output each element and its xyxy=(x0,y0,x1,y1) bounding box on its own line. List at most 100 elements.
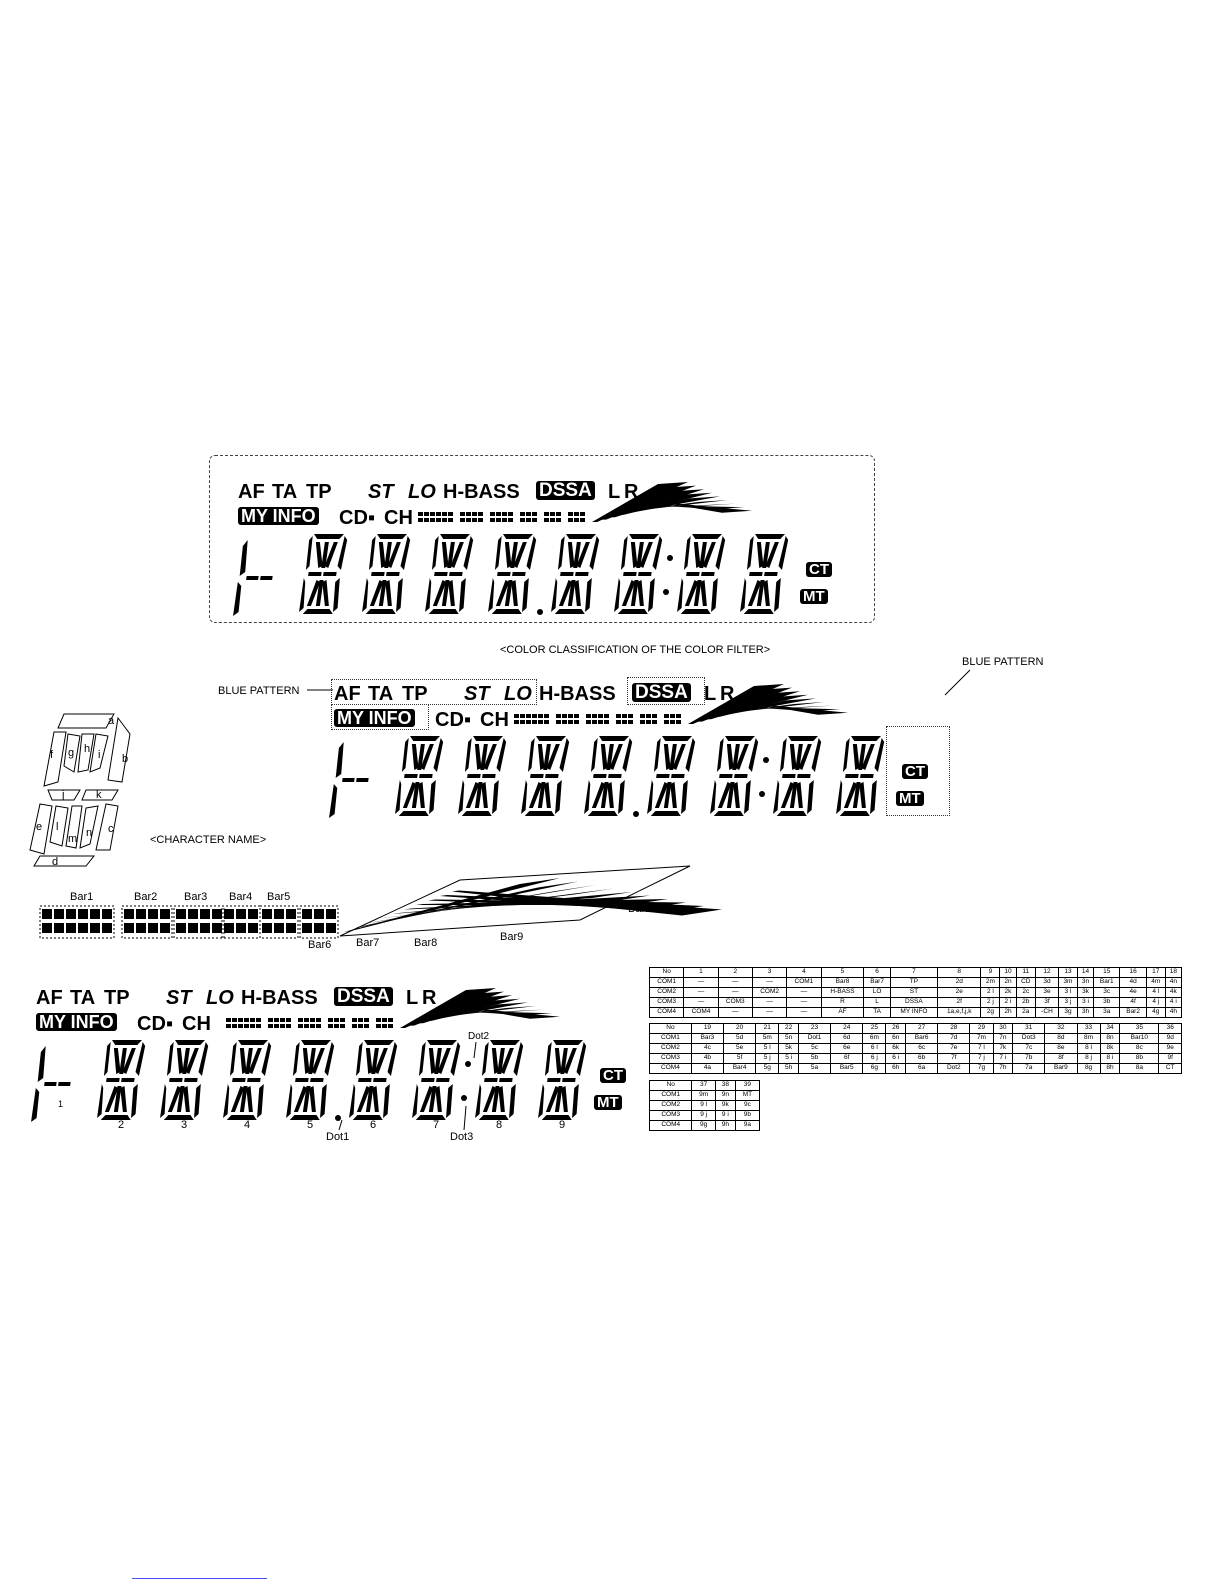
indicator-l: L xyxy=(406,987,419,1009)
table-cell: — xyxy=(751,977,788,988)
digit-segment xyxy=(591,782,606,808)
bar-block xyxy=(232,1024,237,1028)
bar-block xyxy=(676,714,681,718)
table-cell: 6g xyxy=(862,1063,887,1074)
indicator-af: AF xyxy=(238,481,265,503)
digit-label-2: 2 xyxy=(118,1119,125,1131)
digit-segment xyxy=(37,1046,46,1082)
bar-block xyxy=(478,518,483,522)
digit-segment xyxy=(607,782,614,808)
digit-segment xyxy=(563,1048,577,1074)
table-cell: COM4 xyxy=(649,1063,692,1074)
indicator-lo: LO xyxy=(206,987,234,1009)
indicator-tp: TP xyxy=(306,481,332,503)
table-cell: Dot3 xyxy=(1012,1033,1046,1044)
bar-block xyxy=(466,518,471,522)
digit-segment xyxy=(365,609,396,614)
lcd-display-pins: AF TA TP ST LO H-BASS DSSA L R MY INFO C… xyxy=(31,984,646,1144)
table-cell: — xyxy=(683,997,719,1008)
bar-block xyxy=(496,518,501,522)
segment-label-m: m xyxy=(68,833,77,845)
bar-block xyxy=(562,720,567,724)
bar-block xyxy=(274,923,284,933)
digit-segment xyxy=(662,736,692,741)
bar-block xyxy=(628,714,633,718)
digit-segment xyxy=(441,542,449,568)
digit-segment xyxy=(230,1086,245,1112)
digit-segment xyxy=(547,1078,561,1082)
table-cell: 3g xyxy=(1057,1007,1078,1018)
bar-block xyxy=(388,1018,393,1022)
indicator-ch: CH xyxy=(384,507,413,529)
table-cell: 9 l xyxy=(691,1100,716,1111)
digit-segment xyxy=(474,782,483,808)
bar-block xyxy=(268,1024,273,1028)
bar-block xyxy=(532,714,537,718)
digit-segment xyxy=(567,580,576,606)
digit-segment xyxy=(58,1082,71,1086)
table-cell: 4e xyxy=(1119,987,1147,998)
digit-segment xyxy=(618,780,625,814)
digit-segment xyxy=(419,774,433,778)
segment-digit xyxy=(614,534,663,614)
digit-label-9: 9 xyxy=(559,1119,566,1131)
digit-segment xyxy=(765,542,779,568)
dot-label-3: Dot3 xyxy=(450,1131,474,1143)
digit-segment xyxy=(573,542,581,568)
bar-block xyxy=(466,512,471,516)
bar-block xyxy=(124,909,134,919)
digit-segment xyxy=(492,780,499,814)
digit-segment xyxy=(400,536,411,570)
bar-block xyxy=(496,512,501,516)
segment-digit xyxy=(551,534,600,614)
bar-block xyxy=(262,909,272,919)
digit-segment xyxy=(599,736,629,741)
indicator-dssa: DSSA xyxy=(334,987,393,1006)
table-cell: 30 xyxy=(992,1023,1014,1034)
digit-segment xyxy=(302,1086,311,1112)
bar-block xyxy=(66,923,76,933)
digit-segment xyxy=(541,1115,572,1120)
table-cell: 5h xyxy=(778,1063,799,1074)
digit-segment xyxy=(481,1042,489,1076)
bar-block xyxy=(124,923,134,933)
segment-label-c: c xyxy=(108,823,114,835)
segment-digit xyxy=(458,736,507,816)
table-cell: 5c xyxy=(797,1043,832,1054)
segment-digit xyxy=(710,736,759,816)
table-cell: 3 xyxy=(751,967,788,978)
table-cell: 2 i xyxy=(999,997,1017,1008)
bar-block xyxy=(250,1018,255,1022)
digit-segment xyxy=(560,1048,568,1074)
bar-label-5: Bar5 xyxy=(267,891,291,903)
bar-fan-outline xyxy=(339,865,691,937)
digit-label-8: 8 xyxy=(496,1119,503,1131)
bar-block xyxy=(66,909,76,919)
digit-segment xyxy=(446,1084,453,1118)
bar-block xyxy=(304,1024,309,1028)
table-cell: 8 l xyxy=(1076,1043,1101,1054)
digit-segment xyxy=(113,1048,121,1074)
digit-segment xyxy=(567,542,575,568)
digit-segment xyxy=(726,744,734,770)
table-cell: 7d xyxy=(937,1033,971,1044)
bar-block xyxy=(102,923,112,933)
bar-block xyxy=(136,923,146,933)
bar-block xyxy=(232,1018,237,1022)
digit-segment xyxy=(647,780,654,814)
dot-1 xyxy=(537,609,543,615)
bar-group-outline xyxy=(299,905,339,939)
table-cell: 20 xyxy=(723,1023,757,1034)
digit-segment xyxy=(374,1048,388,1074)
table-cell: 9 i xyxy=(714,1110,736,1121)
bar-group-outline xyxy=(39,905,115,939)
bar-block xyxy=(460,518,465,522)
bar-block xyxy=(314,923,324,933)
digit-segment xyxy=(310,1078,324,1082)
digit-segment xyxy=(566,534,596,539)
digit-segment xyxy=(369,580,384,606)
bar-block xyxy=(176,909,186,919)
table-cell: COM2 xyxy=(648,987,685,998)
digit-segment xyxy=(629,534,659,539)
